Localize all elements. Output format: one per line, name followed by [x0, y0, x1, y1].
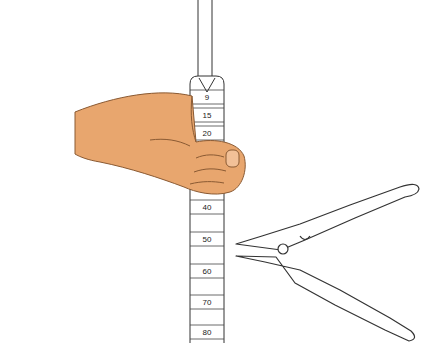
- graduation-line: [190, 214, 224, 215]
- graduation-line: [190, 104, 224, 105]
- scale-number: 70: [203, 298, 212, 307]
- hand-body: [75, 93, 245, 194]
- scale-number: 60: [203, 267, 212, 276]
- graduation-line: [190, 122, 224, 123]
- scale-number: 9: [205, 93, 209, 102]
- pliers: [236, 184, 419, 341]
- graduation-line: [190, 232, 224, 233]
- pliers-lower-arm: [236, 256, 415, 341]
- thumb-nail: [226, 150, 239, 167]
- graduation-line: [190, 309, 224, 310]
- scale-number: 40: [203, 203, 212, 212]
- scale-number: 15: [203, 111, 212, 120]
- scale-number: 80: [203, 328, 212, 337]
- graduation-line: [190, 339, 224, 340]
- graduation-line: [190, 246, 224, 247]
- stem-wall: [198, 0, 199, 78]
- graduation-line: [190, 325, 224, 326]
- scale-number: 50: [203, 235, 212, 244]
- finger-line: [194, 169, 226, 172]
- graduation-line: [190, 278, 224, 279]
- finger-line: [196, 155, 224, 158]
- pliers-pivot: [278, 244, 288, 254]
- pliers-upper-arm: [236, 184, 419, 250]
- scale-number: 20: [203, 129, 212, 138]
- graduation-line: [190, 108, 224, 109]
- pliers-notch: [300, 236, 310, 240]
- graduation-line: [190, 200, 224, 201]
- knuckle-line: [150, 139, 190, 146]
- hand-edge: [191, 96, 196, 142]
- graduation-line: [190, 295, 224, 296]
- hand: [75, 93, 245, 194]
- tube-body: [190, 76, 224, 343]
- graduation-line: [190, 264, 224, 265]
- stem-wall: [212, 0, 213, 78]
- finger-line: [190, 182, 224, 184]
- graduation-line: [190, 90, 224, 91]
